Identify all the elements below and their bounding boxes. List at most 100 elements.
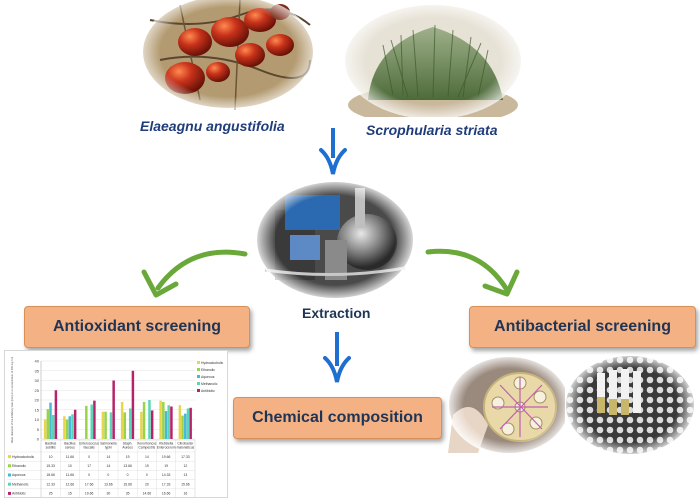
table-cell: 14.66 [143, 492, 152, 496]
bar [120, 401, 124, 439]
y-tick-label: 15 [35, 407, 40, 412]
green-arrow-left [141, 249, 248, 298]
table-cell: 16 [183, 492, 187, 496]
legend-swatch [197, 368, 200, 371]
table-cell: 0 [107, 473, 109, 477]
petri-dish-photo [448, 355, 570, 455]
legend-swatch [197, 389, 200, 392]
bar [90, 404, 93, 439]
bar [170, 406, 173, 439]
extraction-label: Extraction [302, 305, 371, 321]
table-cell: 13.66 [123, 464, 132, 468]
legend-swatch [197, 375, 200, 378]
table-cell: 19.66 [162, 455, 171, 459]
table-cell: 13 [183, 473, 187, 477]
category-label: faecalis [84, 446, 96, 450]
table-row-swatch [8, 482, 11, 486]
category-label: typhi [105, 446, 112, 450]
test-tubes-photo [565, 355, 695, 455]
chart-svg: Mean diameter of the inhibitory halo (mm… [7, 356, 224, 499]
table-cell: 15.66 [123, 482, 132, 486]
bar [54, 390, 58, 439]
bar [101, 411, 105, 439]
bar [164, 411, 168, 439]
bar [128, 408, 132, 439]
category-label: Bacillus [45, 442, 57, 446]
table-cell: 12 [183, 464, 187, 468]
bar [150, 410, 154, 439]
bar [186, 408, 190, 439]
table-row-swatch [8, 464, 11, 468]
category-label: cereus [65, 446, 75, 450]
category-label: subtilis [46, 446, 56, 450]
category-label: Xenorhoncus [137, 442, 157, 446]
y-tick-label: 30 [35, 378, 40, 383]
bar [85, 405, 88, 439]
y-tick-label: 40 [35, 359, 40, 364]
table-cell: 16.66 [162, 492, 171, 496]
antibacterial-screening-box: Antibacterial screening [469, 306, 696, 348]
table-cell: 17.33 [181, 455, 190, 459]
blue-arrow-down-bottom [323, 332, 351, 383]
bar [65, 419, 69, 439]
category-label: Bacillus [64, 442, 76, 446]
bar [93, 400, 96, 439]
y-tick-label: 25 [35, 388, 40, 393]
table-cell: 11.66 [66, 473, 74, 477]
table-cell: 10 [49, 455, 53, 459]
bar [167, 405, 170, 439]
category-label: Citrobacter [177, 442, 194, 446]
table-cell: 13.66 [104, 482, 113, 486]
table-cell: 14 [145, 455, 149, 459]
antibacterial-chart: Mean diameter of the inhibitory halo (mm… [4, 350, 228, 499]
legend-entry: Hydroalcoholic [201, 361, 224, 365]
legend-swatch [197, 382, 200, 385]
bar [43, 419, 47, 439]
antioxidant-screening-label: Antioxidant screening [52, 318, 222, 335]
bar [178, 405, 182, 439]
bar [140, 411, 143, 439]
bar [51, 414, 55, 439]
category-label: Campestris [139, 446, 156, 450]
table-cell: 20 [145, 482, 149, 486]
table-cell: 15.33 [46, 464, 55, 468]
y-tick-label: 0 [37, 437, 40, 442]
bar [123, 412, 127, 439]
chemical-composition-box: Chemical composition [233, 397, 442, 439]
bar [189, 407, 192, 439]
antibacterial-screening-label: Antibacterial screening [494, 318, 671, 335]
bar [184, 413, 187, 439]
table-cell: 11.66 [66, 455, 74, 459]
table-row-name: Ethanolic [12, 464, 26, 468]
elaeagnus-caption: Elaeagnu angustifolia [140, 118, 285, 134]
y-tick-label: 20 [35, 398, 40, 403]
table-cell: 15 [68, 492, 72, 496]
table-row-name: Antibiotic [12, 492, 26, 496]
bar [142, 401, 146, 439]
legend-entry: Methanolic [201, 382, 218, 386]
bar [73, 409, 77, 439]
legend-entry: Ethanolic [201, 368, 215, 372]
table-row-name: Aqueous [12, 473, 26, 477]
green-arrow-right [425, 248, 520, 297]
bar [181, 415, 184, 439]
category-label: Klebsiella [159, 442, 173, 446]
table-cell: 35 [126, 492, 130, 496]
bar [131, 370, 135, 439]
antioxidant-screening-box: Antioxidant screening [24, 306, 250, 348]
table-cell: 30 [106, 492, 110, 496]
bar [63, 416, 66, 439]
table-row-name: Hydroalcoholic [12, 455, 35, 459]
category-label: Enterocerum [157, 446, 176, 450]
bar [109, 412, 113, 439]
table-cell: 19 [145, 464, 149, 468]
category-label: Staph. [123, 442, 133, 446]
table-cell: 0 [146, 473, 148, 477]
table-cell: 0 [88, 473, 90, 477]
table-row-swatch [8, 455, 11, 459]
table-cell: 17 [87, 464, 91, 468]
scrophularia-caption: Scrophularia striata [366, 122, 498, 138]
table-cell: 17.33 [162, 482, 171, 486]
table-row-swatch [8, 491, 11, 495]
bar [104, 411, 107, 439]
